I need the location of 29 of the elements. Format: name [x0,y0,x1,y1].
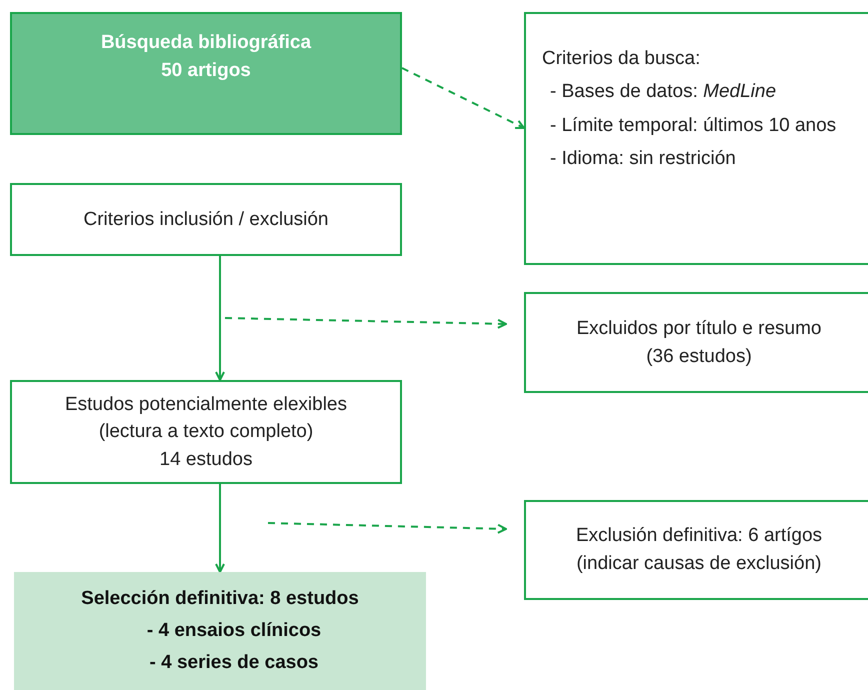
arrow [215,256,225,381]
process-box [524,292,868,393]
box-text: Búsqueda bibliográfica [100,30,312,55]
box-text: Estudos potencialmente elexibles [64,392,347,417]
process-box [524,500,868,600]
arrow [224,317,507,329]
box-text: - 4 series de casos [150,651,318,676]
box-text: Excluidos por título e resumo [576,316,822,341]
box-text: Exclusión definitiva: 6 artígos [576,524,822,548]
box-text: (lectura a texto completo) [98,420,314,444]
list-item: - Bases de datos: MedLine [549,80,776,104]
criteria-box [524,12,868,265]
box-text: 50 artigos [161,58,251,82]
start-box [10,12,402,135]
list-item: - Límite temporal: últimos 10 anos [549,114,836,138]
arrow [268,522,507,534]
process-box [10,380,402,484]
list-heading: Criterios da busca: [542,47,700,71]
process-box [10,183,402,256]
box-text: (36 estudos) [646,344,752,368]
box-text: Selección definitiva: 8 estudos [81,586,359,611]
arrow [215,484,225,573]
box-text: (indicar causas de exclusión) [576,552,822,576]
box-text: - 4 ensaios clínicos [146,618,322,643]
result-box [14,572,426,690]
box-text: Criterios inclusión / exclusión [84,208,328,232]
list-item: - Idioma: sin restrición [549,146,736,171]
box-text: 14 estudos [160,448,252,472]
arrow [402,67,525,130]
